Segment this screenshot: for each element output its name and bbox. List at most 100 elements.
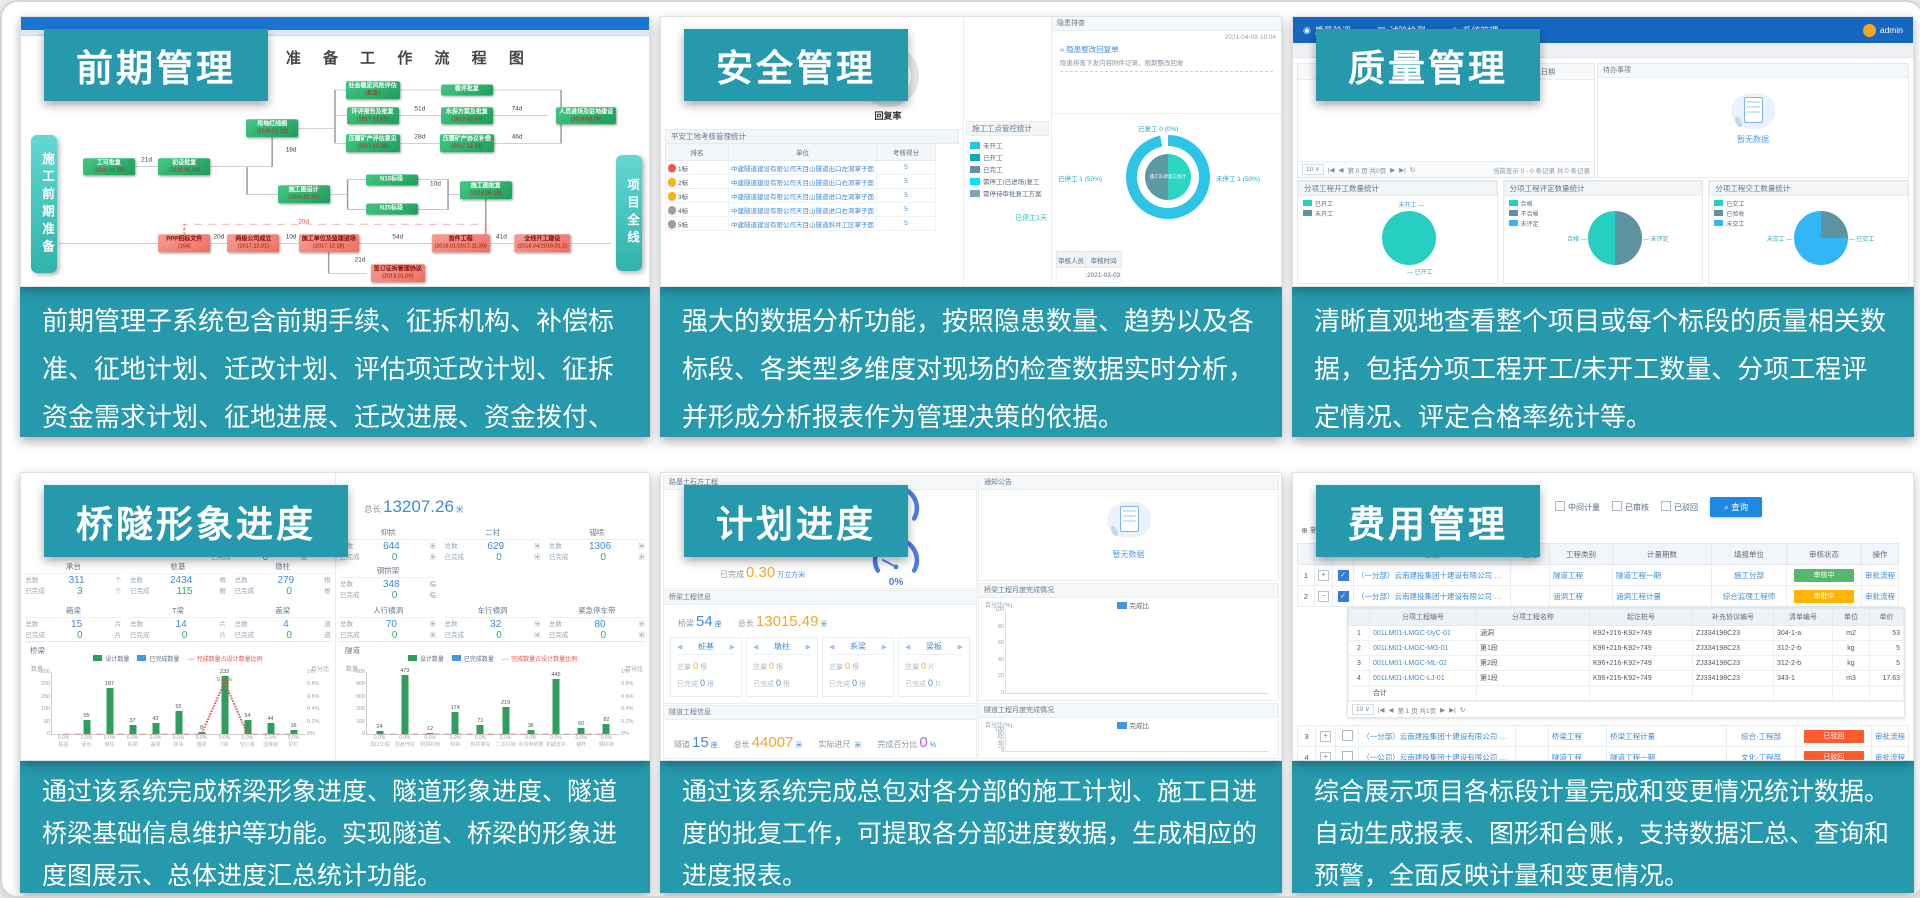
hazard-reply-link[interactable]: » 隐患整改回复单 bbox=[1060, 45, 1119, 54]
checkbox-icon[interactable] bbox=[1612, 501, 1622, 511]
approval-flow-link[interactable]: 审批流程 bbox=[1865, 591, 1895, 601]
flow-node-red[interactable]: 首件工程(2018.01/2017.11.30) bbox=[431, 234, 490, 253]
last-page-icon[interactable]: ▶| bbox=[1399, 166, 1406, 174]
unit-name-link[interactable]: 中建隧道建设有限公司天目山隧道出口左洞掌子面 bbox=[728, 160, 877, 175]
measurement-row[interactable]: 3 + （一分部）云南建投集团十建设有限公司 第二期 桥梁工程 桥梁工程计量 综… bbox=[1296, 725, 1909, 747]
measurement-row[interactable]: 4 + （一公司）云南建投集团十建设有限公司 第一期 隧道工程 隧道工程一期 文… bbox=[1296, 746, 1909, 761]
row-checkbox[interactable] bbox=[1341, 729, 1353, 741]
right-arrow-icon[interactable]: ▶ bbox=[729, 643, 735, 651]
flow-node-date: (2019.02.03) bbox=[451, 115, 483, 122]
rank-row[interactable]: 4标 中建隧道建设有限公司天目山隧道进口右洞掌子面 5 bbox=[665, 202, 936, 217]
refresh-icon[interactable]: ↻ bbox=[1459, 706, 1466, 714]
flow-node-label: 初设批复 bbox=[172, 159, 197, 166]
last-page-icon[interactable]: ▶| bbox=[1449, 706, 1456, 714]
flow-node-green[interactable]: 工可批复(2016.01.20) bbox=[82, 157, 135, 176]
first-page-icon[interactable]: |◀ bbox=[1377, 706, 1385, 714]
bid-section[interactable]: （一公司）云南建投集团十建设有限公司 第一期 bbox=[1358, 746, 1517, 760]
flow-node-green[interactable]: N15标段 bbox=[365, 174, 418, 185]
first-page-icon[interactable]: |◀ bbox=[1327, 166, 1335, 174]
right-arrow-icon[interactable]: ▶ bbox=[881, 643, 887, 651]
stat-label: 紧急停车带 bbox=[548, 605, 645, 618]
pie-callout: 未交工 — bbox=[1766, 236, 1793, 243]
sub-row[interactable]: 2 001LM01-LMGC-MG-01 第1段 K96+216-K92+749… bbox=[1348, 640, 1904, 656]
flow-node-date: (2017.12.31) bbox=[451, 143, 483, 150]
rank-row[interactable]: 5标 中建隧道建设有限公司天目山隧道斜井工区掌子面 5 bbox=[665, 216, 936, 231]
flow-node-red[interactable]: 两级公司成立(2017.12.01) bbox=[227, 234, 280, 253]
next-page-icon[interactable]: ▶ bbox=[1390, 166, 1396, 174]
row-checkbox[interactable]: ✓ bbox=[1337, 590, 1349, 602]
measurement-row[interactable]: 2 − ✓ （一分部）云南建投集团十建设有限公司 第一期 涵洞工程 涵洞工程计量… bbox=[1297, 585, 1899, 607]
rank-row[interactable]: 3标 中建隧道建设有限公司天目山隧道进口左洞掌子面 5 bbox=[665, 188, 936, 203]
sub-row[interactable]: 3 001LM01-LMGC-ML-02 第2段 K96+216-K92+749… bbox=[1348, 655, 1904, 671]
rank-row[interactable]: 2标 中建隧道建设有限公司天目山隧道出口右洞掌子面 5 bbox=[665, 174, 936, 189]
flow-node-green[interactable]: 社会稳定风险评估(批复) bbox=[345, 81, 400, 99]
left-arrow-icon[interactable]: ◀ bbox=[829, 643, 835, 651]
expand-toggle-icon[interactable]: + bbox=[1320, 751, 1332, 760]
right-arrow-icon[interactable]: ▶ bbox=[957, 643, 963, 651]
flow-node-green[interactable]: 压覆矿产协议补偿(2017.12.31) bbox=[439, 134, 494, 153]
stat-label: 箱梁 bbox=[25, 605, 122, 618]
bid-section[interactable]: （一分部）云南建投集团十建设有限公司 第二期 bbox=[1358, 725, 1517, 747]
flow-node-green[interactable]: 水保方案及批复(2019.02.03) bbox=[440, 106, 493, 125]
y-tick: 20 bbox=[997, 743, 1004, 750]
bid-section[interactable]: （一分部）云南建投集团十建设有限公司 第一期 bbox=[1353, 564, 1511, 586]
item-code: 001LM01-LMGC-DyC-01 bbox=[1369, 625, 1477, 641]
expand-toggle-icon[interactable]: − bbox=[1318, 590, 1329, 602]
left-arrow-icon[interactable]: ◀ bbox=[677, 643, 683, 651]
filter-checkbox[interactable]: 中间计量 bbox=[1555, 501, 1600, 513]
sub-row[interactable]: 4 001LM01-LMGC-LJ-01 第1段 K96+216-K92+749… bbox=[1348, 670, 1904, 686]
flow-node-green[interactable]: 稳评批复 bbox=[440, 84, 493, 96]
flow-node-red[interactable]: 全线开工建设(2018.04/2019.01.1) bbox=[514, 234, 571, 253]
user-menu[interactable]: admin bbox=[1862, 23, 1903, 37]
approval-flow-link[interactable]: 审批流程 bbox=[1875, 752, 1905, 761]
flow-node-red[interactable]: 签订征拆管理协议(2018.01.05) bbox=[370, 264, 425, 282]
sub-row[interactable]: 1 001LM01-LMGC-DyC-01 涵洞 K92+216-K92+749… bbox=[1348, 625, 1904, 641]
page-size-select[interactable]: 10 ∨ bbox=[1302, 164, 1324, 175]
approval-flow-link[interactable]: 审批流程 bbox=[1865, 570, 1895, 580]
flow-node-red[interactable]: 施工单位及监理进场(2017.12.18) bbox=[298, 234, 359, 253]
checkbox-icon[interactable] bbox=[1555, 501, 1565, 511]
score-value: 5 bbox=[876, 202, 936, 217]
expand-toggle-icon[interactable]: + bbox=[1318, 569, 1329, 581]
right-arrow-icon[interactable]: ▶ bbox=[805, 643, 811, 651]
bid-section[interactable]: （一分部）云南建投集团十建设有限公司 第一期 bbox=[1353, 585, 1511, 607]
flow-node-green[interactable]: 人员进场及驻地建设(2018.03.09) bbox=[556, 106, 617, 125]
flow-node-green[interactable]: 初设批复(2016.06.14) bbox=[158, 157, 211, 176]
pagination-bar: 10 ∨ |◀ ◀ 第 0 页 共0页 ▶ ▶| ↻ 当前显示 0 - 0 条记… bbox=[1298, 161, 1594, 177]
row-checkbox[interactable] bbox=[1341, 750, 1353, 760]
flow-node-green[interactable]: N25标段 bbox=[365, 203, 418, 215]
unit-name-link[interactable]: 中建隧道建设有限公司天目山隧道斜井工区掌子面 bbox=[728, 216, 877, 231]
flow-node-green[interactable]: 施工图批复(2018.05.18) bbox=[459, 181, 512, 199]
prev-page-icon[interactable]: ◀ bbox=[1338, 166, 1344, 174]
flow-node-green[interactable]: 环评报告及批复(2017.12.01) bbox=[346, 106, 399, 125]
stopped-days-link[interactable]: 已停工1天 bbox=[1015, 215, 1047, 222]
flow-node-green[interactable]: 用地红线图(2016.02.12) bbox=[246, 119, 299, 138]
unit-name-link[interactable]: 中建隧道建设有限公司天目山隧道出口右洞掌子面 bbox=[728, 174, 877, 189]
left-arrow-icon[interactable]: ◀ bbox=[753, 643, 759, 651]
row-checkbox[interactable]: ✓ bbox=[1337, 569, 1349, 581]
checkbox-icon[interactable] bbox=[1661, 501, 1671, 511]
unit-name-link[interactable]: 中建隧道建设有限公司天目山隧道进口右洞掌子面 bbox=[728, 202, 877, 217]
flow-node-red[interactable]: PPP招标文件(164) bbox=[158, 234, 211, 253]
flow-node-green[interactable]: 施工图设计(2016.01.26) bbox=[277, 185, 330, 204]
rank-row[interactable]: 1标 中建隧道建设有限公司天目山隧道出口左洞掌子面 5 bbox=[665, 160, 936, 175]
page-size-select[interactable]: 10 ∨ bbox=[1352, 704, 1374, 715]
flow-node-green[interactable]: 压覆矿产评估意见(2017.12.26) bbox=[345, 134, 400, 153]
bar-category: 钢拱架 bbox=[598, 742, 614, 748]
measurement-row[interactable]: 1 + ✓ （一分部）云南建投集团十建设有限公司 第一期 隧道工程 隧道工程一期… bbox=[1297, 564, 1899, 586]
filter-checkbox[interactable]: 已驳回 bbox=[1661, 501, 1698, 513]
prev-page-icon[interactable]: ◀ bbox=[1388, 706, 1394, 714]
filter-checkbox[interactable]: 已审核 bbox=[1612, 501, 1649, 513]
search-button[interactable]: ⌕ 查询 bbox=[1710, 497, 1763, 517]
next-page-icon[interactable]: ▶ bbox=[1440, 706, 1446, 714]
refresh-icon[interactable]: ↻ bbox=[1409, 166, 1416, 174]
unit-name-link[interactable]: 中建隧道建设有限公司天目山隧道进口左洞掌子面 bbox=[728, 188, 877, 203]
approval-flow-link[interactable]: 审批流程 bbox=[1875, 731, 1905, 741]
left-arrow-icon[interactable]: ◀ bbox=[905, 643, 911, 651]
expand-toggle-icon[interactable]: + bbox=[1320, 730, 1332, 742]
